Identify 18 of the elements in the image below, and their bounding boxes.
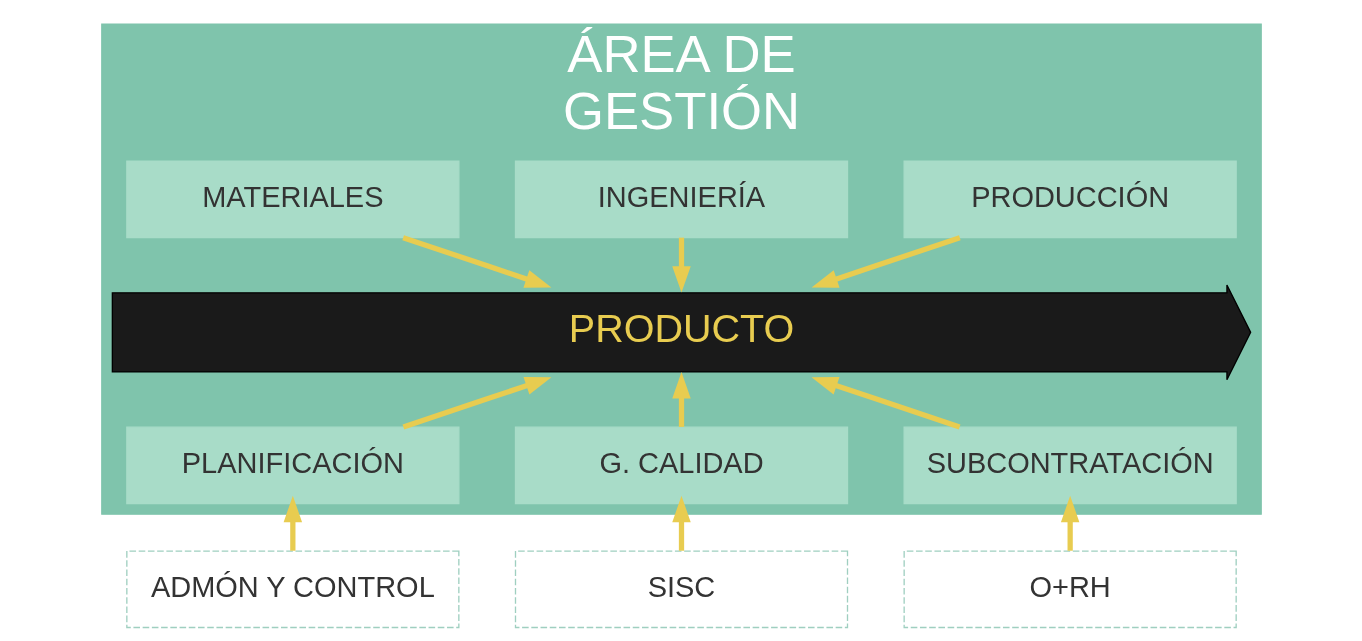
arrow [811,235,961,288]
arrow [402,376,551,430]
node-box: MATERIALES [125,160,459,239]
node-box: INGENIERÍA [514,160,848,239]
node-box: G. CALIDAD [514,426,848,505]
node-box: PLANIFICACIÓN [125,426,459,505]
arrow [401,235,551,288]
node-box: PRODUCCIÓN [903,160,1237,239]
node-box: ADMÓN Y CONTROL [125,550,459,629]
arrow [671,495,691,551]
arrow [671,237,691,293]
node-box: O+RH [903,550,1237,629]
arrow [283,495,302,551]
node-box: SISC [514,550,848,629]
node-box: SUBCONTRATACIÓN [903,426,1237,505]
arrow [1060,495,1079,551]
arrow [811,376,960,430]
arrow [671,372,691,427]
